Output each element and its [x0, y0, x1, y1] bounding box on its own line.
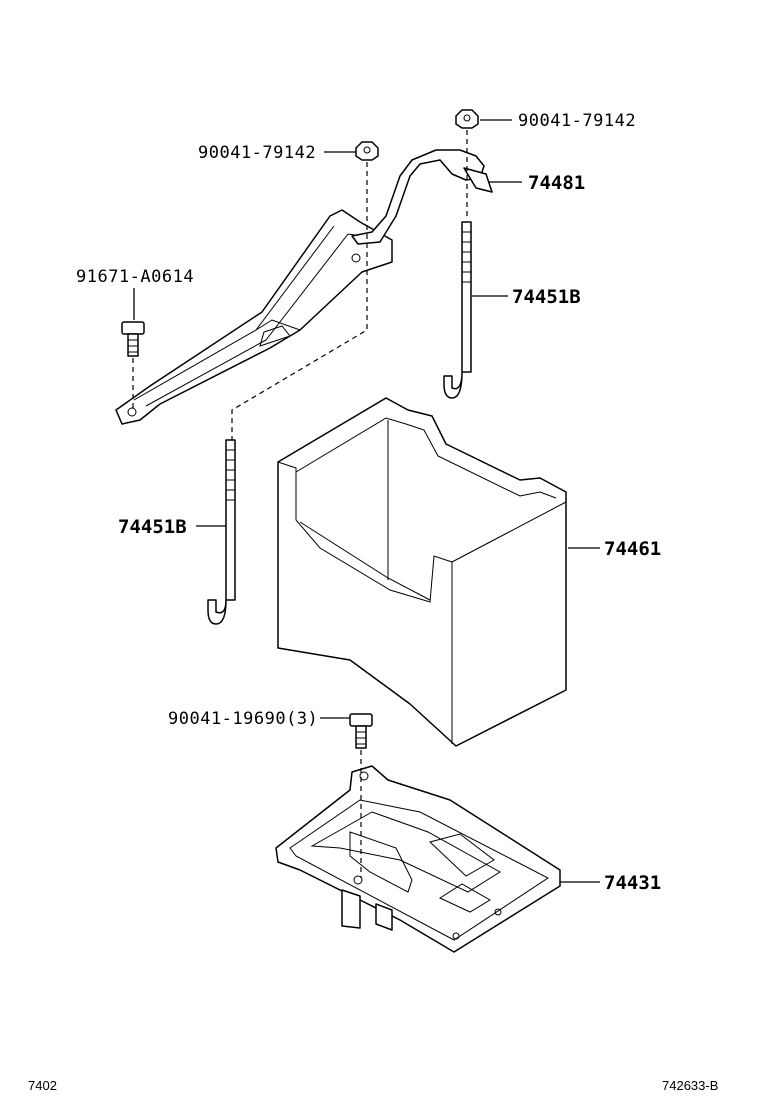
clamp-wire-74481	[351, 149, 493, 245]
callout-clamp: 74481	[528, 172, 585, 194]
nut-top-right-icon	[455, 109, 479, 129]
callout-rod-left: 74451B	[118, 516, 187, 538]
nut-top-left-icon	[355, 141, 379, 161]
rod-right-74451B	[443, 221, 472, 399]
bolt-left-icon	[121, 321, 145, 357]
rod-left-74451B	[207, 439, 236, 625]
page-code: 7402	[28, 1078, 57, 1093]
callout-bolt-tray: 90041-19690(3)	[168, 709, 318, 729]
callout-box: 74461	[604, 538, 661, 560]
callout-rod-right: 74451B	[512, 286, 581, 308]
callout-nut-top-left: 90041-79142	[198, 143, 316, 163]
bolt-tray-icon	[349, 713, 373, 749]
leader-lines	[133, 119, 600, 883]
figure-code: 742633-B	[662, 1078, 718, 1093]
callout-bolt-left: 91671-A0614	[76, 267, 194, 287]
callout-tray: 74431	[604, 872, 661, 894]
battery-box-74461	[277, 397, 567, 747]
assembly-line-nut-left	[231, 162, 368, 440]
hold-down-bracket	[115, 209, 393, 425]
battery-tray-74431	[275, 765, 561, 953]
callout-nut-top-right: 90041-79142	[518, 111, 636, 131]
